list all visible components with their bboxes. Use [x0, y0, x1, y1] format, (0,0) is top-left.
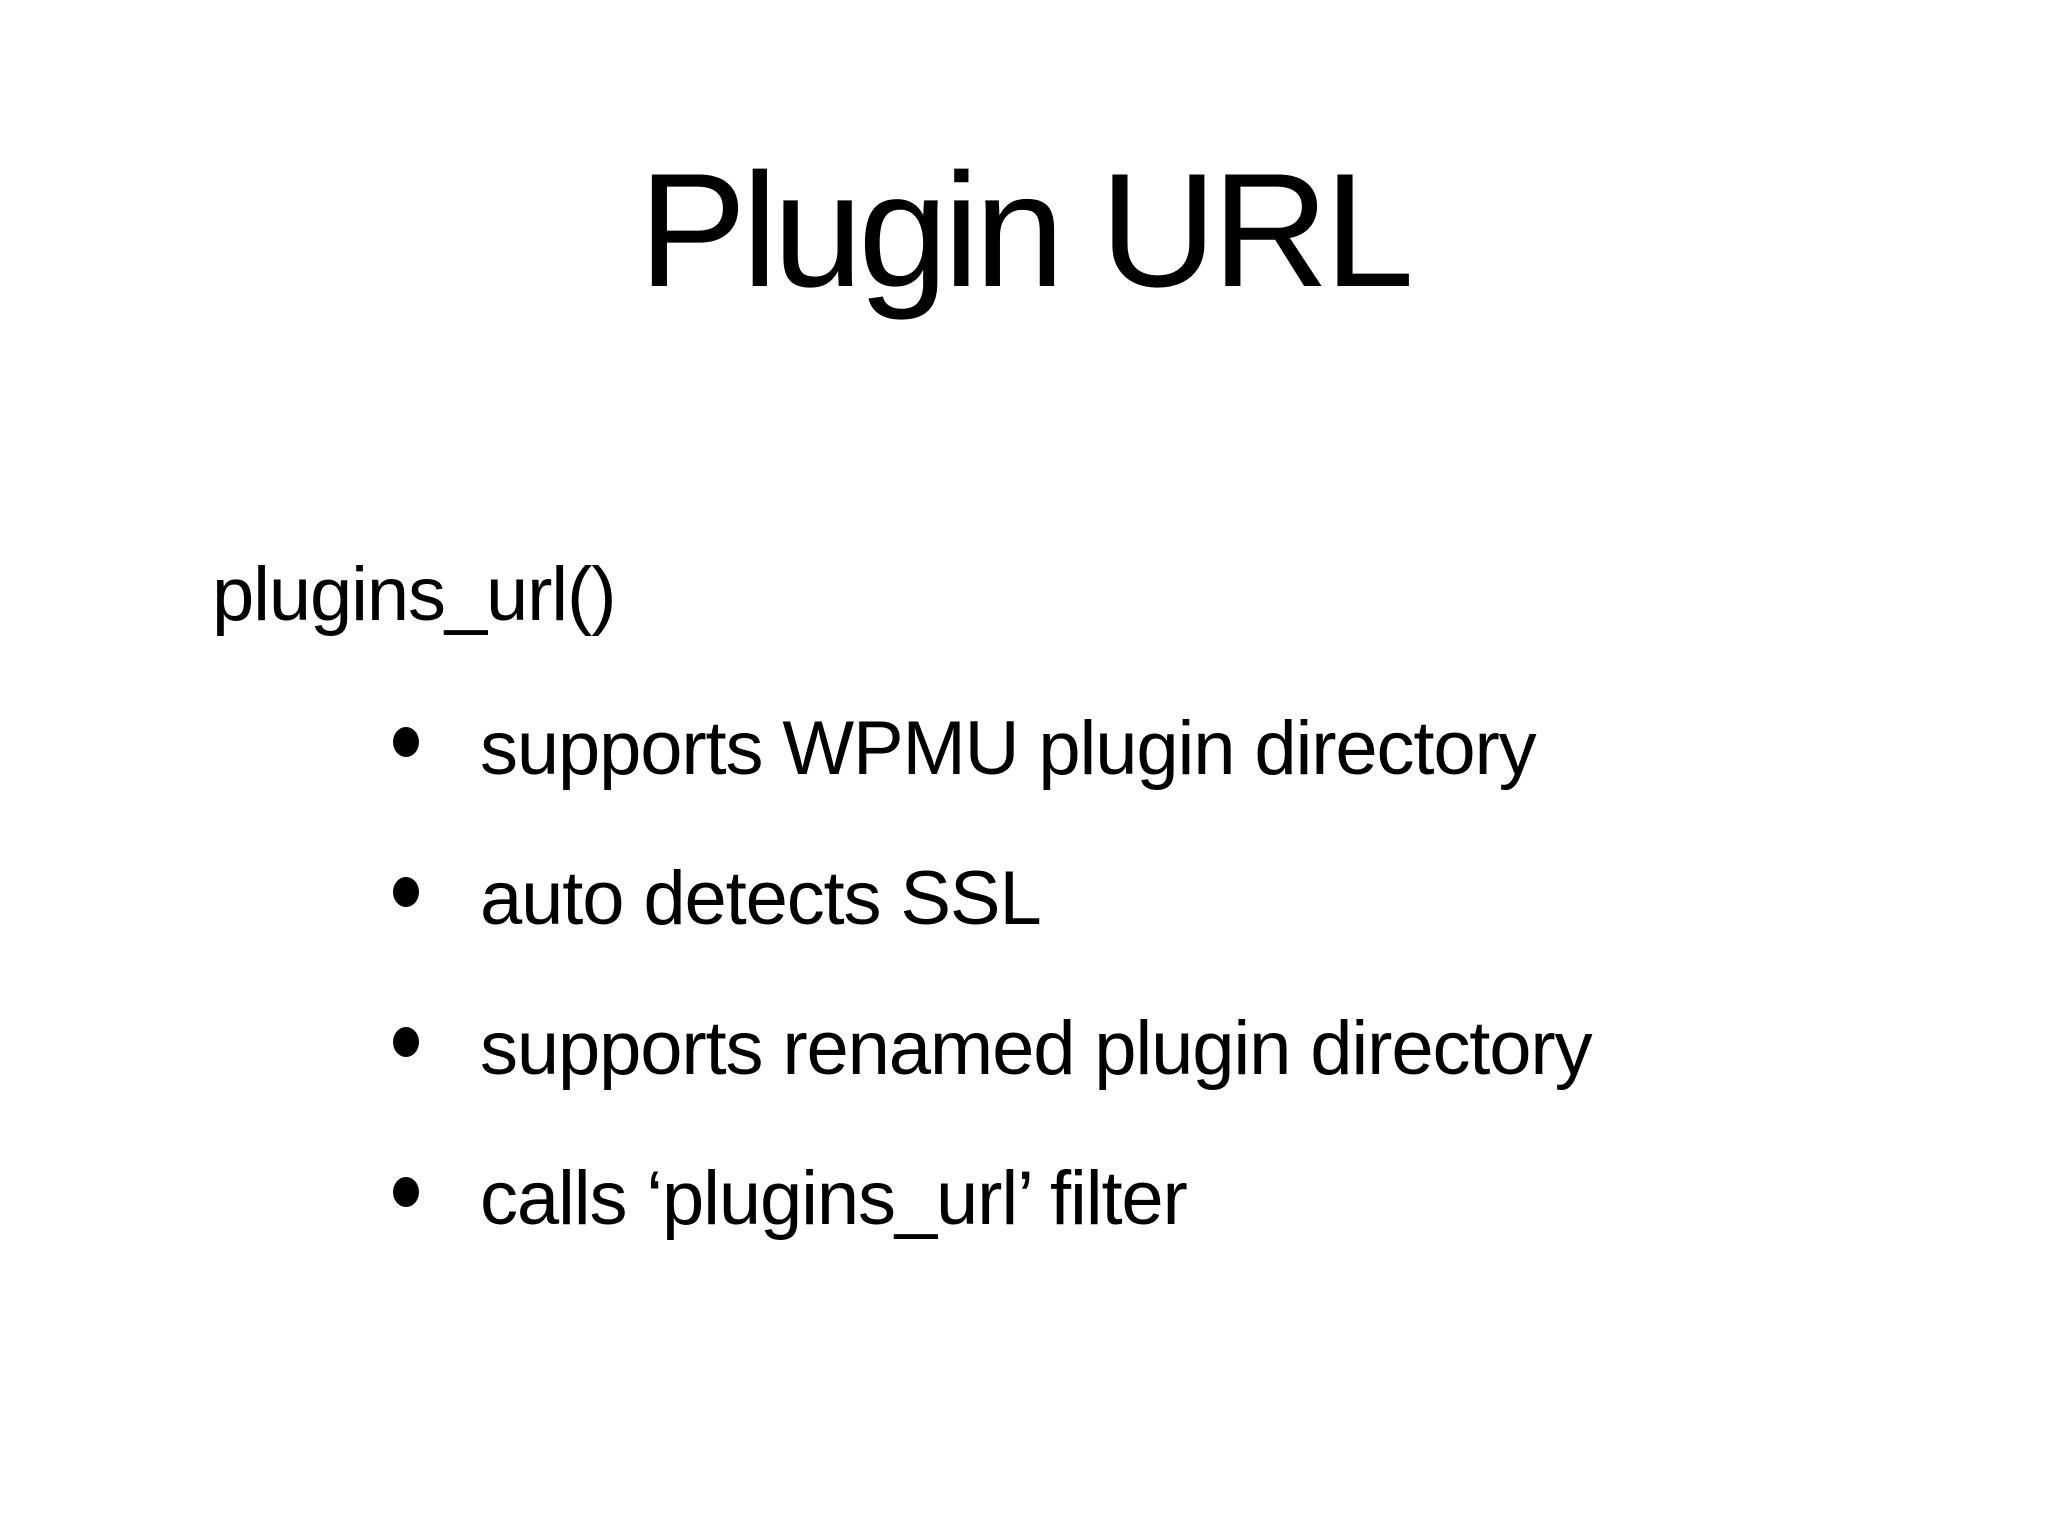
bullet-icon [393, 1177, 419, 1207]
bullet-icon [393, 1027, 419, 1057]
bullet-text: supports WPMU plugin directory [480, 706, 1537, 792]
bullet-icon [393, 727, 419, 757]
bullet-list: supports WPMU plugin directory auto dete… [0, 674, 2048, 1274]
function-name-label: plugins_url() [212, 552, 617, 637]
bullet-item: auto detects SSL [0, 824, 2048, 974]
slide-title: Plugin URL [638, 140, 1415, 321]
bullet-text: calls ‘plugins_url’ filter [480, 1156, 1188, 1242]
bullet-text: supports renamed plugin directory [480, 1006, 1593, 1092]
bullet-icon [393, 877, 419, 907]
bullet-item: supports renamed plugin directory [0, 974, 2048, 1124]
bullet-item: calls ‘plugins_url’ filter [0, 1124, 2048, 1274]
bullet-item: supports WPMU plugin directory [0, 674, 2048, 824]
bullet-text: auto detects SSL [480, 856, 1042, 942]
